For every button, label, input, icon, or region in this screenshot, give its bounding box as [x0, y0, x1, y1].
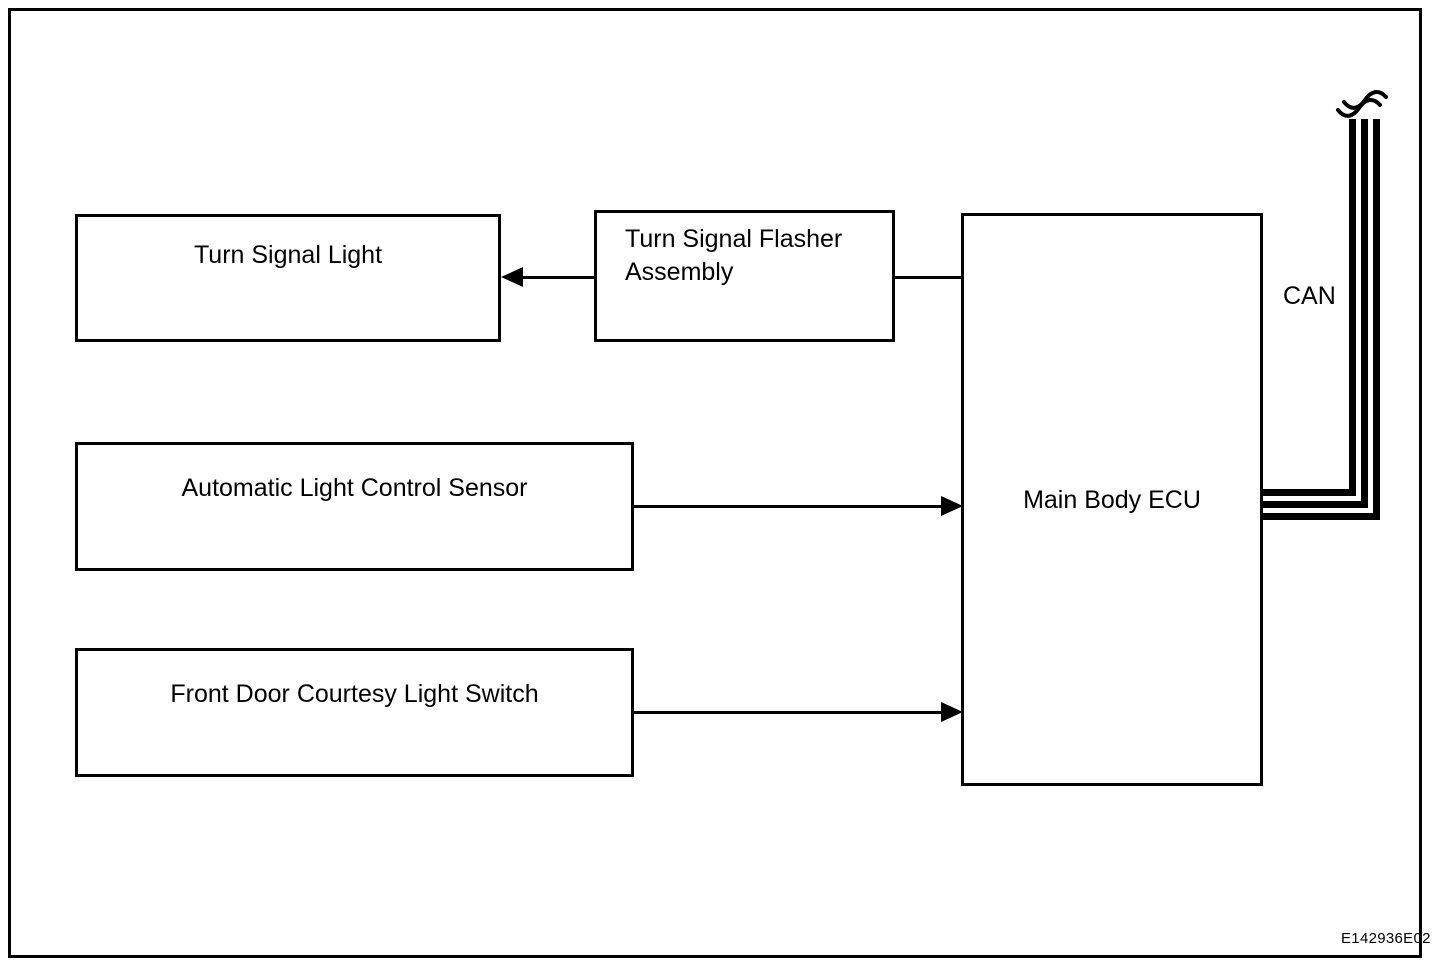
block-automatic-light-control-sensor: Automatic Light Control Sensor — [75, 442, 634, 571]
block-turn-signal-light-label: Turn Signal Light — [193, 241, 383, 269]
block-front-door-courtesy-light-switch-label: Front Door Courtesy Light Switch — [170, 680, 539, 708]
connector-flasher-to-turn-signal-light — [523, 276, 597, 279]
arrowhead-light-sensor-to-ecu — [941, 496, 963, 516]
block-turn-signal-light: Turn Signal Light — [75, 214, 501, 342]
block-main-body-ecu: Main Body ECU — [961, 213, 1263, 786]
page-border — [8, 8, 1422, 958]
wavy-break-icon — [1334, 88, 1398, 122]
arrowhead-door-switch-to-ecu — [941, 702, 963, 722]
can-bus-line-3-horizontal — [1262, 513, 1380, 520]
block-turn-signal-flasher-assembly: Turn Signal Flasher Assembly — [594, 210, 895, 342]
can-bus-label: CAN — [1283, 282, 1336, 310]
connector-door-switch-to-ecu — [631, 711, 943, 714]
arrowhead-to-turn-signal-light — [501, 267, 523, 287]
connector-ecu-to-flasher — [892, 276, 964, 279]
can-bus-line-2-horizontal — [1262, 501, 1368, 508]
block-turn-signal-flasher-assembly-label: Turn Signal Flasher Assembly — [625, 225, 843, 286]
block-front-door-courtesy-light-switch: Front Door Courtesy Light Switch — [75, 648, 634, 777]
block-main-body-ecu-label: Main Body ECU — [1023, 486, 1201, 514]
can-bus-line-1-horizontal — [1262, 489, 1356, 496]
connector-light-sensor-to-ecu — [631, 505, 943, 508]
block-automatic-light-control-sensor-label: Automatic Light Control Sensor — [181, 474, 528, 502]
figure-id-label: E142936E02 — [1341, 930, 1431, 947]
can-bus-line-2-vertical — [1361, 119, 1368, 508]
can-bus-line-3-vertical — [1373, 119, 1380, 520]
can-bus-line-1-vertical — [1349, 119, 1356, 496]
